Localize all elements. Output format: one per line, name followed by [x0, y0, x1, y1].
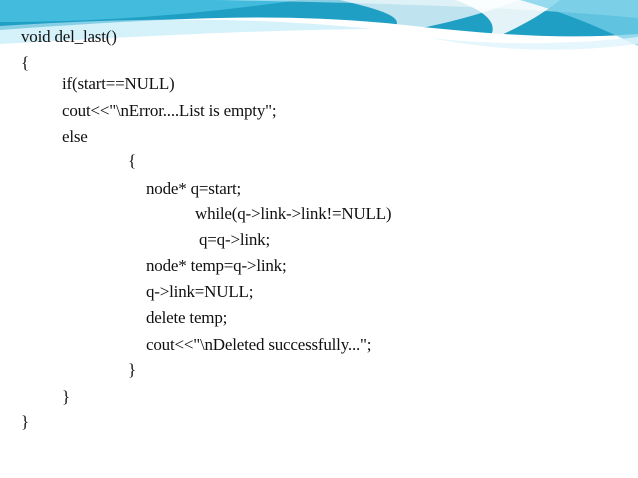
code-line-while-condition: while(q->link->link!=NULL) [195, 204, 392, 223]
code-line-else: else [62, 127, 88, 146]
code-line-node-q-start: node* q=start; [146, 179, 242, 198]
code-line-node-temp: node* temp=q->link; [146, 256, 287, 275]
code-line-error-message: cout<<"\nError....List is empty"; [62, 101, 277, 120]
decorative-wave-banner [0, 0, 638, 80]
code-line-delete-temp: delete temp; [146, 308, 228, 327]
code-line-function-header: void del_last() [21, 27, 117, 46]
code-line-open-else-brace: { [128, 151, 136, 170]
code-line-open-function-brace: { [21, 53, 29, 72]
code-line-close-outer-brace: } [62, 387, 70, 406]
code-line-success-message: cout<<"\nDeleted successfully..."; [146, 335, 372, 354]
code-line-close-else-brace: } [128, 360, 136, 379]
code-line-q-advance: q=q->link; [199, 230, 271, 249]
code-line-set-link-null: q->link=NULL; [146, 282, 254, 301]
code-line-if-start-null: if(start==NULL) [62, 74, 175, 93]
code-line-close-function-brace: } [21, 412, 29, 431]
